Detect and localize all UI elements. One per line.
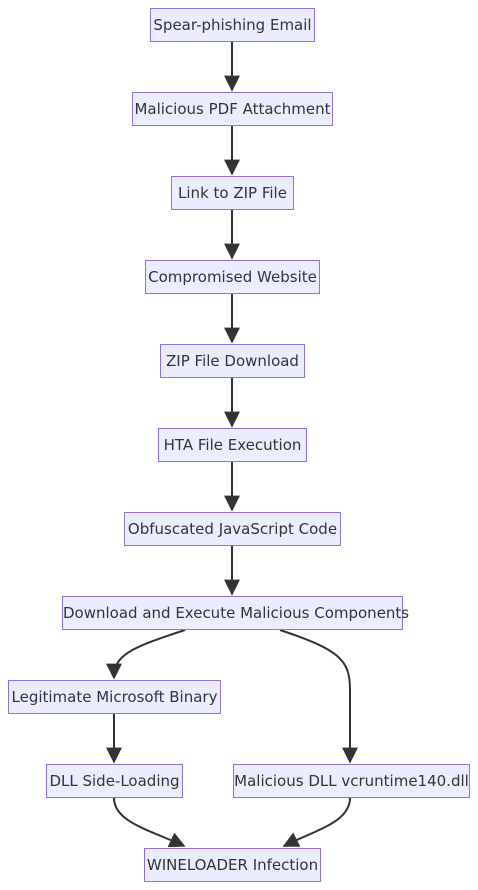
node-zip-download: ZIP File Download — [160, 344, 305, 378]
node-pdf: Malicious PDF Attachment — [132, 92, 333, 126]
node-dll: Malicious DLL vcruntime140.dll — [233, 764, 470, 798]
node-binary: Legitimate Microsoft Binary — [8, 680, 221, 714]
node-website: Compromised Website — [145, 260, 320, 294]
edge-download-to-binary — [106, 629, 186, 680]
edge-download-to-dll — [279, 629, 358, 764]
node-sideload: DLL Side-Loading — [46, 764, 183, 798]
node-js: Obfuscated JavaScript Code — [124, 512, 341, 546]
edge-dll-to-wineloader — [282, 797, 351, 847]
node-email: Spear-phishing Email — [150, 8, 315, 42]
node-hta: HTA File Execution — [158, 428, 307, 462]
node-zip-link: Link to ZIP File — [171, 176, 294, 210]
node-wineloader: WINELOADER Infection — [144, 848, 321, 882]
edge-sideload-to-wineloader — [113, 797, 186, 848]
node-download: Download and Execute Malicious Component… — [62, 596, 409, 630]
